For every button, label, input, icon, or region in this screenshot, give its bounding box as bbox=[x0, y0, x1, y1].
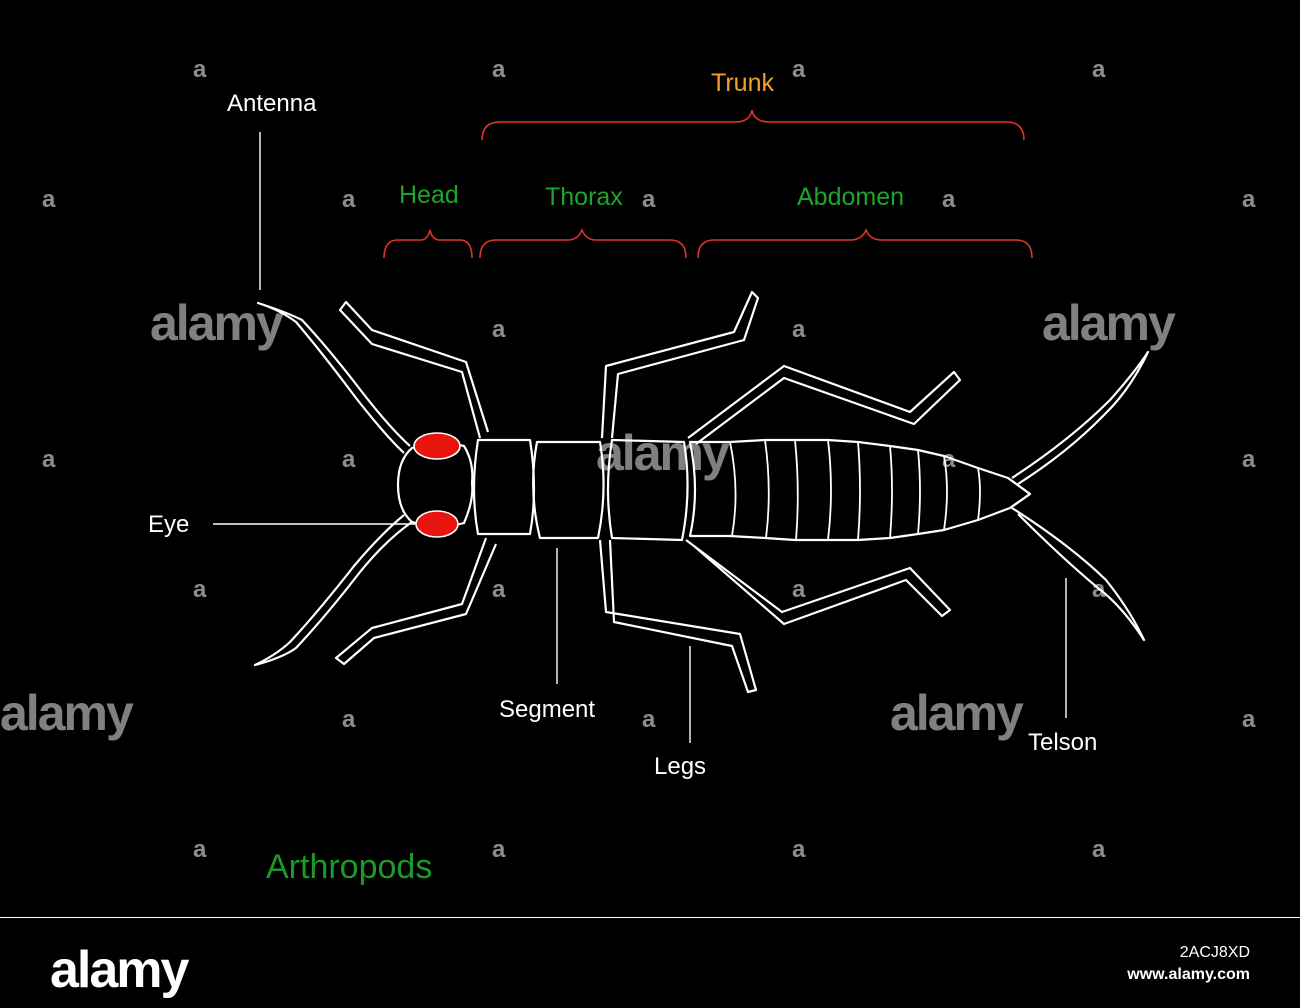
diagram-title: Arthropods bbox=[266, 848, 433, 886]
telson bbox=[1007, 477, 1032, 509]
watermark-a: a bbox=[1242, 446, 1256, 473]
watermark-alamy: alamy bbox=[1042, 295, 1176, 351]
segment-3 bbox=[606, 438, 689, 542]
telson-label: Telson bbox=[1028, 729, 1098, 756]
segment-label: Segment bbox=[499, 696, 596, 723]
watermark-a: a bbox=[1092, 836, 1106, 863]
image-id: 2ACJ8XD bbox=[1179, 944, 1250, 961]
alamy-logo: alamy bbox=[50, 941, 189, 999]
trunk-brace bbox=[481, 109, 1025, 141]
watermark-a: a bbox=[792, 836, 806, 863]
segment-1 bbox=[472, 438, 536, 536]
body-outline bbox=[253, 290, 1150, 694]
abdomen-dividers bbox=[729, 439, 981, 541]
antenna-upper bbox=[256, 301, 411, 454]
arthropod-illustration bbox=[213, 109, 1150, 743]
watermark-a: a bbox=[42, 186, 56, 213]
watermark-a: a bbox=[492, 836, 506, 863]
abdomen-brace bbox=[697, 227, 1033, 259]
leader-lines bbox=[213, 132, 1067, 743]
watermark-a: a bbox=[193, 836, 207, 863]
watermark-a: a bbox=[1092, 576, 1106, 603]
watermark-a: a bbox=[942, 186, 956, 213]
watermark-alamy: alamy bbox=[890, 685, 1024, 741]
watermark-a: a bbox=[492, 56, 506, 83]
trunk-label: Trunk bbox=[711, 69, 774, 97]
watermark-a: a bbox=[193, 56, 207, 83]
antenna-lower bbox=[253, 514, 413, 667]
watermark-a: a bbox=[342, 186, 356, 213]
thorax-brace bbox=[479, 227, 687, 259]
watermark-a: a bbox=[42, 446, 56, 473]
thorax-label: Thorax bbox=[545, 183, 623, 211]
watermark-a: a bbox=[792, 576, 806, 603]
eye-label: Eye bbox=[148, 511, 190, 538]
leg-hind-upper bbox=[687, 364, 962, 445]
watermark-a: a bbox=[792, 316, 806, 343]
watermark-a: a bbox=[342, 706, 356, 733]
watermark-a: a bbox=[642, 186, 656, 213]
watermark-a: a bbox=[792, 56, 806, 83]
watermark-a: a bbox=[642, 706, 656, 733]
leg-front-upper bbox=[338, 300, 490, 439]
head-label: Head bbox=[399, 181, 459, 209]
braces bbox=[383, 109, 1033, 259]
abdomen-label: Abdomen bbox=[797, 183, 905, 211]
legs-label: Legs bbox=[654, 753, 707, 780]
antenna-label: Antenna bbox=[227, 90, 317, 117]
watermark-a: a bbox=[1092, 56, 1106, 83]
watermark-a: a bbox=[193, 576, 207, 603]
watermark-alamy: alamy bbox=[150, 295, 284, 351]
arthropod-diagram: a a a a a a a a a a a a a a a a a a a a … bbox=[0, 56, 1300, 918]
head bbox=[396, 442, 474, 528]
leg-hind-lower bbox=[685, 539, 952, 626]
watermark-alamy: alamy bbox=[0, 685, 134, 741]
watermark-a: a bbox=[1242, 706, 1256, 733]
head-brace bbox=[383, 229, 473, 259]
eye-lower bbox=[415, 510, 459, 538]
watermark-alamy: alamy bbox=[596, 425, 730, 481]
segment-2 bbox=[532, 440, 605, 540]
eye-upper bbox=[413, 432, 461, 460]
cercus-lower bbox=[1011, 507, 1146, 642]
watermark-a: a bbox=[342, 446, 356, 473]
leg-mid-upper bbox=[600, 290, 760, 439]
footer-bar: alamy 2ACJ8XD www.alamy.com bbox=[0, 918, 1300, 1008]
leg-mid-lower bbox=[598, 539, 758, 694]
watermark-a: a bbox=[492, 316, 506, 343]
watermark-a: a bbox=[492, 576, 506, 603]
watermark-a: a bbox=[1242, 186, 1256, 213]
watermark-a: a bbox=[942, 446, 956, 473]
site-url: www.alamy.com bbox=[1127, 966, 1250, 983]
cercus-upper bbox=[1011, 350, 1150, 485]
leg-front-lower bbox=[334, 537, 498, 666]
